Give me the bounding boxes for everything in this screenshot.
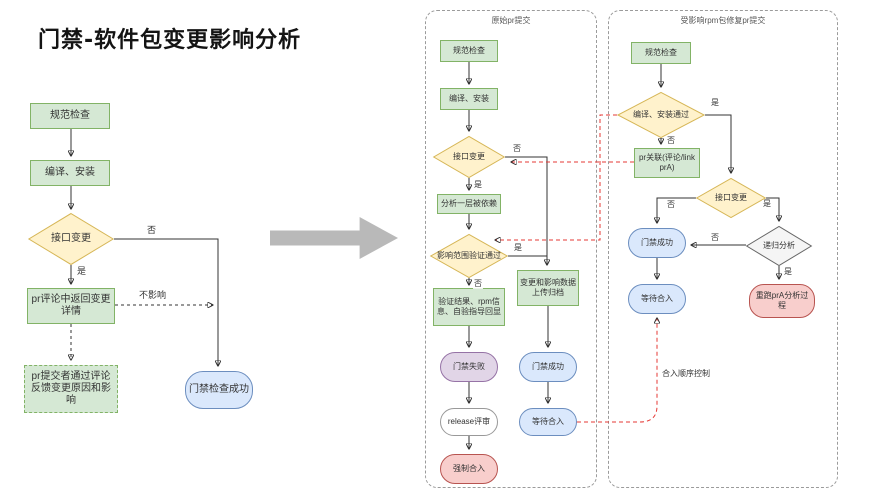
lf-node-pr-feedback: pr提交者通过评论反馈变更原因和影响	[24, 365, 118, 413]
c1-label-validate-yes: 是	[513, 243, 523, 253]
c2-node-spec-check: 规范检查	[631, 42, 691, 64]
c1-node-upload-archive: 变更和影响数据上传归档	[517, 270, 579, 306]
c1-node-impact-validation: 影响范围验证通过	[430, 234, 508, 278]
c2-label-interface-yes: 是	[762, 199, 772, 209]
lf-label-no-impact: 不影响	[138, 290, 168, 301]
c1-label-interface-yes: 是	[473, 180, 483, 190]
diamond-shape	[617, 92, 705, 138]
fix-pr-container: 受影响rpm包修复pr提交	[608, 10, 838, 488]
c1-label-validate-no: 否	[473, 279, 483, 289]
original-pr-container-title: 原始pr提交	[491, 16, 531, 25]
c1-node-result-echo: 验证结果、rpm信息、自验指导回显	[433, 288, 505, 326]
lf-node-spec-check: 规范检查	[30, 103, 110, 129]
c1-label-interface-no: 否	[512, 144, 522, 154]
c2-label-interface-no: 否	[666, 200, 676, 210]
diamond-shape	[746, 226, 812, 266]
c1-node-wait-merge: 等待合入	[519, 408, 577, 436]
lf-node-compile-install: 编译、安装	[30, 160, 110, 186]
c1-node-force-merge: 强制合入	[440, 454, 498, 484]
expand-right-arrow	[270, 217, 398, 259]
c2-node-rerun-analysis: 重跑prA分析过程	[749, 284, 815, 318]
lf-node-interface-change: 接口变更	[28, 213, 114, 265]
page-title: 门禁-软件包变更影响分析	[38, 28, 302, 53]
c1-node-release-review: release评审	[440, 408, 498, 436]
c1-node-analyze-dependents: 分析一层被依赖	[437, 194, 501, 214]
c2-node-pr-link: pr关联(评论/link prA)	[634, 148, 700, 178]
lf-label-yes: 是	[76, 266, 88, 277]
lf-node-interface-change-label: 接口变更	[51, 233, 91, 244]
c1-node-gate-success: 门禁成功	[519, 352, 577, 382]
c2-label-compile-yes: 是	[710, 98, 720, 108]
original-pr-container: 原始pr提交	[425, 10, 597, 488]
lf-node-gate-success: 门禁检查成功	[185, 371, 253, 409]
c2-node-interface-change-label: 接口变更	[715, 193, 747, 203]
lf-node-pr-comment-detail: pr评论中返回变更详情	[27, 288, 115, 324]
diamond-shape	[28, 213, 114, 265]
c1-node-interface-change-label: 接口变更	[453, 152, 485, 162]
diamond-shape	[696, 178, 766, 218]
lf-label-no: 否	[146, 225, 158, 236]
c2-node-compile-pass-label: 编译、安装通过	[633, 110, 689, 120]
c1-node-gate-fail: 门禁失败	[440, 352, 498, 382]
c2-label-recursive-yes: 是	[783, 267, 793, 277]
c1-node-impact-validation-label: 影响范围验证通过	[437, 251, 501, 261]
c2-node-recursive-analysis: 递归分析	[746, 226, 812, 266]
c2-label-compile-no: 否	[666, 136, 676, 146]
diamond-shape	[433, 136, 505, 178]
c2-node-wait-merge: 等待合入	[628, 284, 686, 314]
diamond-shape	[430, 234, 508, 278]
c1-node-spec-check: 规范检查	[440, 40, 498, 62]
fix-pr-container-title: 受影响rpm包修复pr提交	[680, 16, 766, 25]
c2-label-merge-order: 合入顺序控制	[661, 369, 711, 379]
c2-label-recursive-no: 否	[710, 233, 720, 243]
c2-node-interface-change: 接口变更	[696, 178, 766, 218]
c2-node-compile-pass: 编译、安装通过	[617, 92, 705, 138]
c1-node-compile-install: 编译、安装	[440, 88, 498, 110]
c1-node-interface-change: 接口变更	[433, 136, 505, 178]
c2-node-gate-success: 门禁成功	[628, 228, 686, 258]
c2-node-recursive-analysis-label: 递归分析	[763, 241, 795, 251]
